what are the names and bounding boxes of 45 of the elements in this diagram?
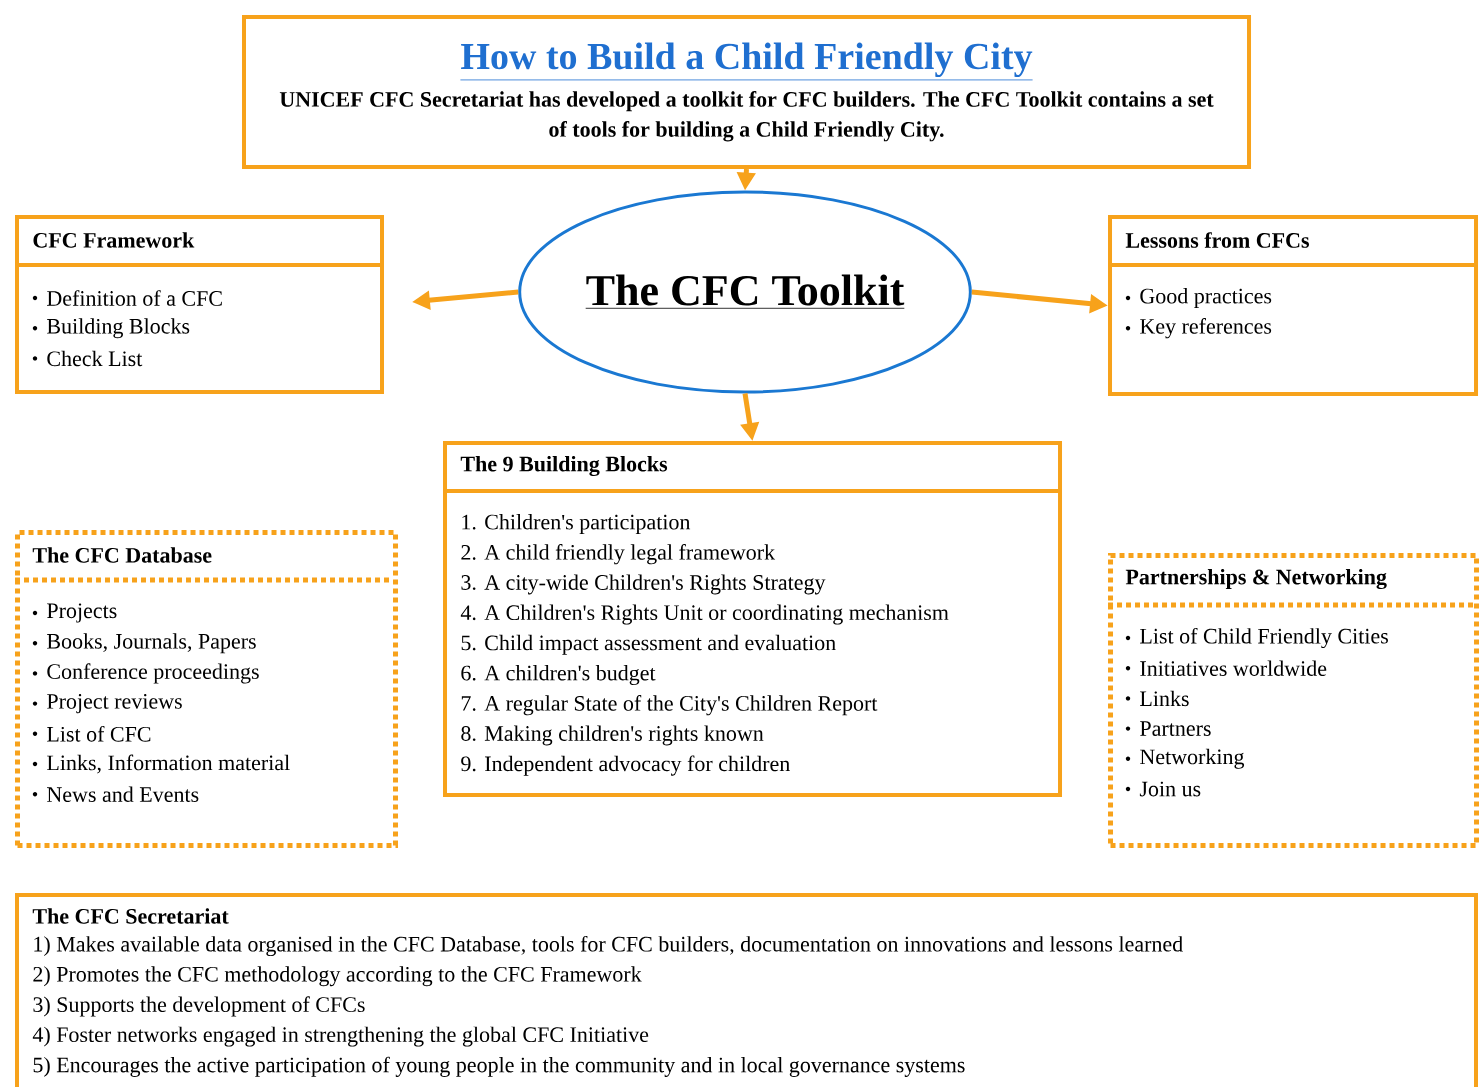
list-item: 3. A city-wide Children's Rights Strategy [461,574,826,595]
list-item: Join us [1139,781,1201,797]
list-item: 2. A child friendly legal framework [461,544,776,565]
list-item: 4. A Children's Rights Unit or coordinating mechanism [460,604,949,625]
list-box [15,530,398,848]
box-heading: The 9 Building Blocks [460,455,668,477]
box-heading: The CFC Secretariat [32,908,229,924]
list-item: 7. A regular State of the City's Children Report [461,695,878,716]
list-item: 5) Encourages the active participation of young people in the community and in local governance systems [33,1056,965,1077]
list-item: 1. Children's participation [462,514,691,534]
list-item: Building Blocks [47,318,190,339]
list-item: 1) Makes available data organised in the CFC Database, tools for CFC builders, documentation on innovations and lessons learned [34,935,1183,957]
list-item: Check List [47,350,143,367]
list-item: Conference proceedings [47,663,259,684]
list-item: Links [1140,690,1189,707]
list-item: Links, Information material [47,754,290,774]
list-item: 6. A children's budget [461,665,656,685]
box-heading: The CFC Database [32,547,212,563]
list-item: Partners [1140,721,1211,736]
list-box [15,215,384,394]
list-item: 9. Independent advocacy for children [461,755,790,776]
list-item: 4) Foster networks engaged in strengthening the global CFC Initiative [32,1026,649,1047]
list-item: Projects [47,603,117,623]
title-box: How to Build a Child Friendly City UNICEF CFC Secretariat has developed a toolkit for CFC builders. The CFC Toolkit contains a set of tools for building a Child Friendly City. [242,15,1251,169]
list-item: 3) Supports the development of CFCs [33,996,365,1017]
list-item: 2) Promotes the CFC methodology according to the CFC Framework [33,966,642,987]
box-heading: Partnerships & Networking [1125,568,1387,590]
list-item: Good practices [1140,288,1272,308]
list-box [1108,215,1478,396]
list-item: News and Events [47,786,199,802]
list-item: 8. Making children's rights known [461,725,764,746]
box-heading: Lessons from CFCs [1125,232,1309,248]
list-item: Project reviews [47,694,182,714]
list-item: 5. Child impact assessment and evaluation [461,634,836,655]
list-item: Initiatives worldwide [1140,660,1327,676]
text-box [15,893,1478,1087]
list-item: Definition of a CFC [47,290,222,306]
list-item: List of Child Friendly Cities [1140,627,1388,649]
list-item: List of CFC [47,725,151,742]
list-item: Books, Journals, Papers [47,633,256,654]
list-item: Key references [1140,318,1272,339]
box-heading: CFC Framework [33,232,195,248]
list-box [1108,553,1479,848]
list-item: Networking [1140,748,1245,769]
list-box [443,441,1062,797]
